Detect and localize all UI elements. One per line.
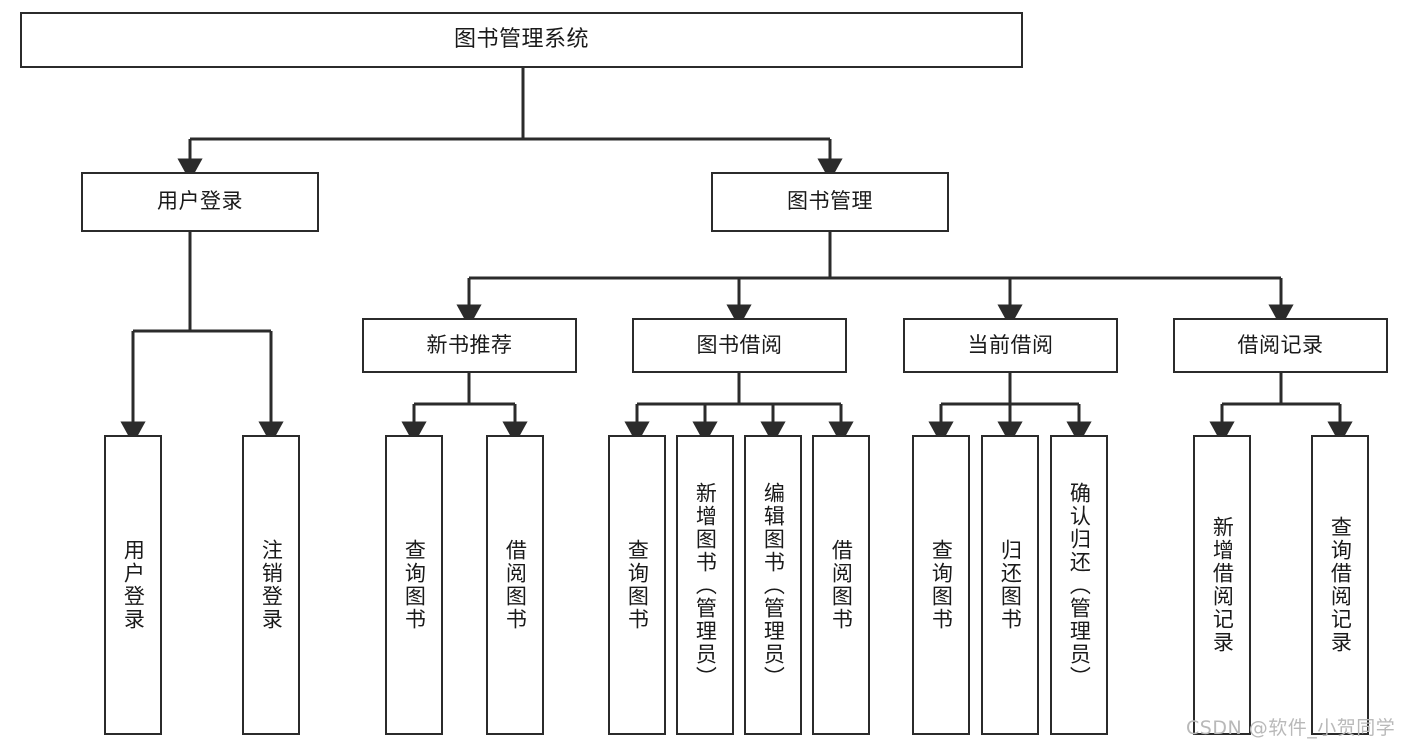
leaf-query-book-recommend[interactable]: 查询图书 xyxy=(385,435,443,735)
csdn-watermark: CSDN @软件_小贺同学 xyxy=(1186,717,1396,739)
node-label: 查询图书 xyxy=(625,539,650,631)
leaf-edit-book-admin[interactable]: 编辑图书（管理员） xyxy=(744,435,802,735)
node-new-book-recommend[interactable]: 新书推荐 xyxy=(362,318,577,373)
leaf-logout-login[interactable]: 注销登录 xyxy=(242,435,300,735)
leaf-return-book[interactable]: 归还图书 xyxy=(981,435,1039,735)
node-label: 图书管理 xyxy=(787,189,873,214)
node-label: 借阅图书 xyxy=(503,539,528,631)
node-label: 确认归还（管理员） xyxy=(1067,481,1092,689)
leaf-borrow-book-borrow[interactable]: 借阅图书 xyxy=(812,435,870,735)
node-label: 图书借阅 xyxy=(696,332,783,357)
node-label: 编辑图书（管理员） xyxy=(761,481,786,689)
node-book-manage[interactable]: 图书管理 xyxy=(711,172,949,232)
leaf-query-borrow-record[interactable]: 查询借阅记录 xyxy=(1311,435,1369,735)
node-current-borrow[interactable]: 当前借阅 xyxy=(903,318,1118,373)
node-label: 查询图书 xyxy=(402,539,427,631)
node-label: 查询借阅记录 xyxy=(1328,516,1353,654)
node-label: 借阅图书 xyxy=(829,539,854,631)
leaf-add-book-admin[interactable]: 新增图书（管理员） xyxy=(676,435,734,735)
node-label: 新增借阅记录 xyxy=(1210,516,1235,654)
node-label: 借阅记录 xyxy=(1237,332,1324,357)
node-label: 用户登录 xyxy=(157,189,243,214)
leaf-user-login[interactable]: 用户登录 xyxy=(104,435,162,735)
leaf-query-book-borrow[interactable]: 查询图书 xyxy=(608,435,666,735)
node-label: 注销登录 xyxy=(259,539,284,631)
node-label: 当前借阅 xyxy=(967,332,1054,357)
leaf-borrow-book-recommend[interactable]: 借阅图书 xyxy=(486,435,544,735)
node-label: 查询图书 xyxy=(929,539,954,631)
node-label: 图书管理系统 xyxy=(453,26,589,52)
leaf-add-borrow-record[interactable]: 新增借阅记录 xyxy=(1193,435,1251,735)
node-label: 新增图书（管理员） xyxy=(693,481,718,689)
node-root-system[interactable]: 图书管理系统 xyxy=(20,12,1023,68)
node-borrow-record[interactable]: 借阅记录 xyxy=(1173,318,1388,373)
node-label: 新书推荐 xyxy=(426,332,513,357)
node-label: 用户登录 xyxy=(121,539,146,631)
node-book-borrow[interactable]: 图书借阅 xyxy=(632,318,847,373)
leaf-query-book-current[interactable]: 查询图书 xyxy=(912,435,970,735)
node-user-login[interactable]: 用户登录 xyxy=(81,172,319,232)
leaf-confirm-return-admin[interactable]: 确认归还（管理员） xyxy=(1050,435,1108,735)
node-label: 归还图书 xyxy=(998,539,1023,631)
